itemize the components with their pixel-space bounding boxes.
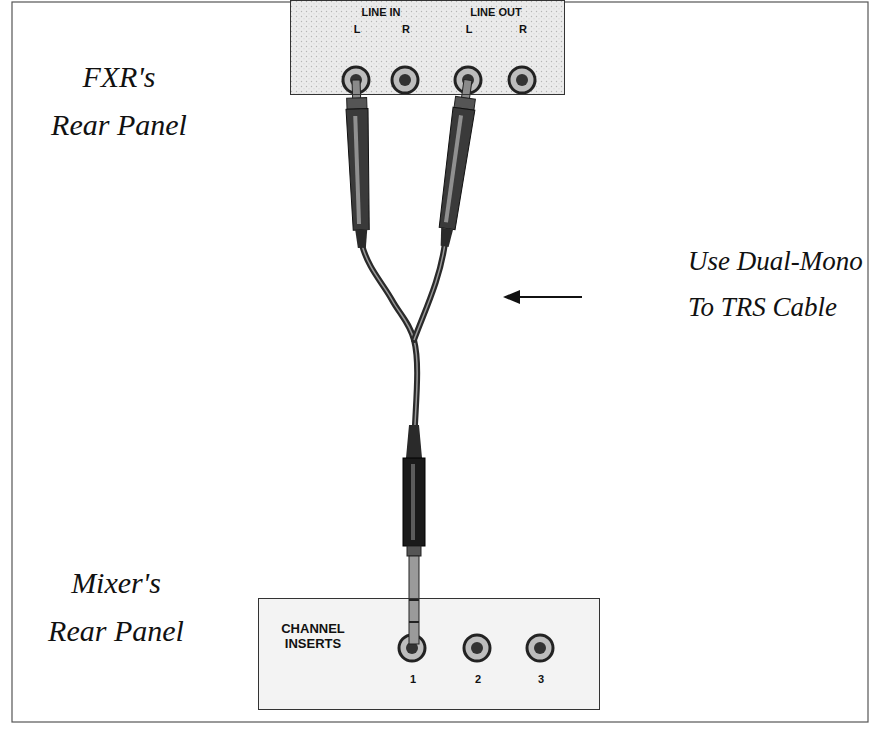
outer-frame	[12, 2, 868, 722]
jack-number: 2	[475, 673, 481, 685]
jack-group-label: LINE IN	[361, 6, 400, 18]
mono-plug	[345, 80, 373, 249]
jack-group-label: LINE OUT	[470, 6, 521, 18]
cable-branch	[414, 243, 445, 340]
panel-title: Mixer's Rear Panel	[48, 559, 184, 655]
mixer-rear-panel: Mixer's Rear PanelCHANNEL INSERTS123	[258, 598, 600, 710]
callout-text: Use Dual-Mono To TRS Cable	[688, 238, 864, 330]
panel-title: FXR's Rear Panel	[51, 53, 187, 149]
jacks	[343, 67, 553, 661]
mono-plug	[434, 78, 479, 247]
jack-label: R	[519, 23, 527, 35]
fxr-panel-face	[290, 0, 565, 95]
callout-arrow	[503, 290, 582, 304]
trs-plug	[403, 425, 425, 644]
jack-group-label: CHANNEL INSERTS	[273, 621, 353, 651]
jack-label: L	[466, 23, 473, 35]
fxr-rear-panel: FXR's Rear PanelLINE INLRLINE OUTLR	[290, 0, 565, 95]
mixer-panel-face	[258, 598, 600, 710]
jack-number: 1	[410, 673, 416, 685]
jack-label: R	[402, 23, 410, 35]
jack-label: L	[354, 23, 361, 35]
jack-number: 3	[538, 673, 544, 685]
